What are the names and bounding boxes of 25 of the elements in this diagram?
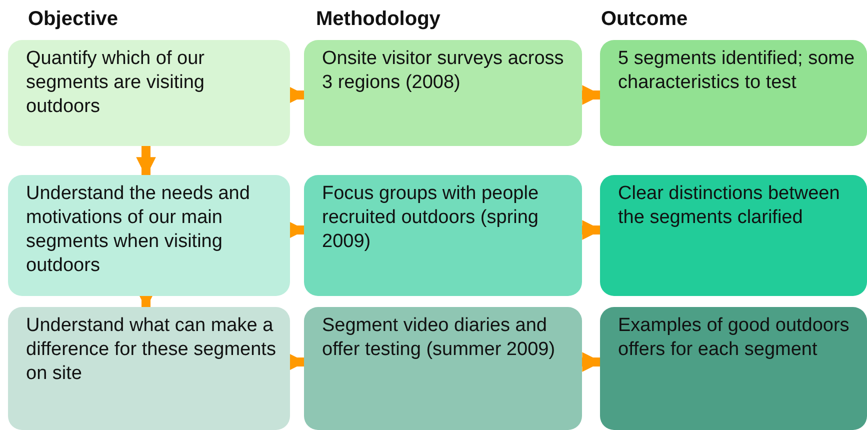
box-text: Segment video diaries and offer testing (summer 2009) bbox=[322, 314, 556, 362]
box-text: Clear distinctions between the segments clarified bbox=[618, 182, 841, 230]
arrow bbox=[136, 146, 156, 177]
box-text: Understand the needs and motivations of our main segments when visiting outdoors bbox=[26, 182, 251, 278]
process-box bbox=[600, 307, 867, 430]
process-box bbox=[8, 307, 290, 430]
arrow bbox=[582, 85, 602, 105]
column-heading: Methodology bbox=[316, 8, 440, 31]
arrow bbox=[582, 352, 602, 372]
box-text: Examples of good outdoors offers for each segment bbox=[618, 314, 850, 362]
box-text: Quantify which of our segments are visiting outdoors bbox=[26, 47, 206, 119]
process-box bbox=[8, 40, 290, 146]
process-box bbox=[304, 307, 582, 430]
box-text: Understand what can make a difference for these segments on site bbox=[26, 314, 277, 386]
arrow bbox=[582, 220, 602, 240]
process-box bbox=[304, 175, 582, 296]
process-box bbox=[8, 175, 290, 296]
process-box bbox=[304, 40, 582, 146]
process-box bbox=[600, 40, 867, 146]
box-text: Focus groups with people recruited outdoors (spring 2009) bbox=[322, 182, 540, 254]
column-heading: Outcome bbox=[601, 8, 688, 31]
box-text: 5 segments identified; some characteristics to test bbox=[618, 47, 856, 95]
process-box bbox=[600, 175, 867, 296]
column-heading: Objective bbox=[28, 8, 118, 31]
box-text: Onsite visitor surveys across 3 regions (2008) bbox=[322, 47, 565, 95]
